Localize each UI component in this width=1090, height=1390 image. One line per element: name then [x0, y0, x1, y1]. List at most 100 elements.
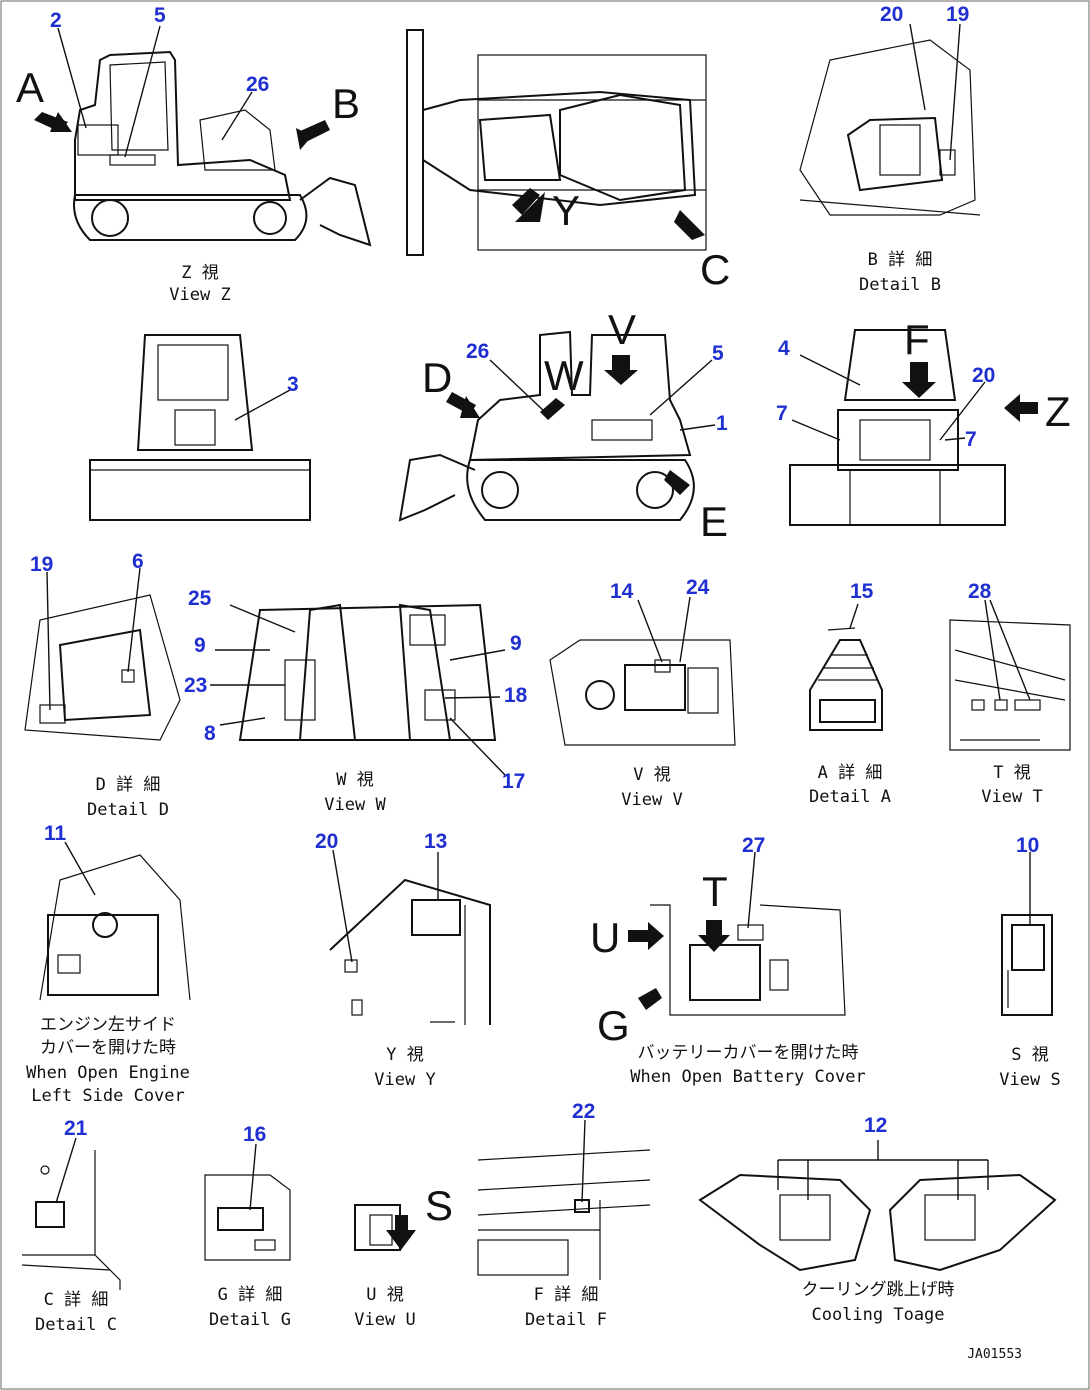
callout-21: 21 — [64, 1117, 88, 1140]
view-letter-y: Y — [552, 187, 580, 234]
arrow-c — [674, 210, 705, 240]
caption-en-view-y: View Y — [374, 1070, 435, 1090]
detail-f-figure — [477, 1149, 651, 1280]
arrow-f — [902, 362, 936, 398]
detail-g-figure — [204, 1174, 291, 1261]
caption-jp-detail-c: C 詳 細 — [44, 1290, 109, 1310]
callout-10: 10 — [1016, 834, 1039, 857]
view-w-figure — [238, 603, 497, 741]
caption-jp1-engine-cover: エンジン左サイド — [40, 1015, 176, 1035]
callout-11: 11 — [44, 822, 67, 845]
view-letter-v: V — [608, 306, 636, 353]
caption-jp-detail-d: D 詳 細 — [96, 775, 161, 795]
caption-jp-view-u: U 視 — [366, 1285, 403, 1305]
view-letter-b: B — [332, 80, 360, 127]
top-view-figure — [406, 29, 707, 256]
callout-6: 6 — [132, 550, 144, 573]
arrow-s — [386, 1215, 416, 1250]
arrow-v — [604, 355, 638, 385]
callout-14: 14 — [610, 580, 634, 603]
caption-jp-detail-f: F 詳 細 — [534, 1285, 599, 1305]
view-u-figure — [354, 1204, 401, 1251]
callout-9a: 9 — [194, 634, 206, 657]
caption-en-detail-b: Detail B — [859, 275, 941, 295]
caption-en-view-t: View T — [981, 787, 1042, 807]
view-s-figure — [1001, 914, 1053, 1016]
callout-20b: 20 — [972, 364, 995, 387]
callout-9b: 9 — [510, 632, 522, 655]
callout-5b: 5 — [712, 342, 724, 365]
callout-17: 17 — [502, 770, 525, 793]
callout-7b: 7 — [965, 428, 977, 451]
view-letter-c: C — [700, 246, 730, 293]
caption-en-view-s: View S — [999, 1070, 1060, 1090]
caption-jp-detail-b: B 詳 細 — [868, 250, 933, 270]
caption-jp-view-y: Y 視 — [386, 1045, 423, 1065]
side-view-figure — [398, 330, 695, 522]
callout-18: 18 — [504, 684, 528, 707]
callout-23: 23 — [184, 674, 207, 697]
callout-27: 27 — [742, 834, 765, 857]
caption-jp-detail-g: G 詳 細 — [218, 1285, 283, 1305]
callout-26b: 26 — [466, 340, 489, 363]
callout-25: 25 — [188, 587, 212, 610]
callout-28: 28 — [968, 580, 992, 603]
detail-c-figure — [21, 1150, 121, 1290]
view-letter-z: Z — [1045, 388, 1071, 435]
caption-jp-view-t: T 視 — [993, 763, 1030, 783]
view-letter-s: S — [425, 1182, 453, 1229]
arrow-w — [540, 398, 565, 420]
view-letter-w: W — [544, 352, 584, 399]
callout-24: 24 — [686, 576, 710, 599]
caption-jp-detail-a: A 詳 細 — [818, 763, 883, 783]
callout-4: 4 — [778, 337, 790, 360]
callout-20c: 20 — [315, 830, 338, 853]
arrow-y — [512, 188, 540, 215]
engine-cover-figure — [39, 854, 191, 1001]
callout-5: 5 — [154, 4, 166, 27]
caption-en1-engine-cover: When Open Engine — [26, 1063, 190, 1083]
view-letter-a: A — [16, 64, 44, 111]
view-letter-u: U — [590, 914, 620, 961]
callout-15: 15 — [850, 580, 874, 603]
detail-b-figure — [799, 39, 981, 216]
view-letter-f: F — [904, 316, 930, 363]
arrow-g — [638, 988, 662, 1010]
caption-en-view-u: View U — [354, 1310, 415, 1330]
caption-jp2-engine-cover: カバーを開けた時 — [40, 1038, 176, 1058]
callout-20: 20 — [880, 3, 903, 26]
callout-13: 13 — [424, 830, 447, 853]
callout-2: 2 — [50, 9, 62, 32]
view-v-figure — [549, 639, 736, 746]
arrow-e — [664, 470, 690, 495]
caption-en-detail-g: Detail G — [209, 1310, 291, 1330]
caption-jp-cooling: クーリング跳上げ時 — [802, 1280, 955, 1300]
caption-jp-view-v: V 視 — [633, 765, 670, 785]
caption-en-view-w: View W — [324, 795, 386, 815]
caption-en-detail-d: Detail D — [87, 800, 169, 820]
view-y-figure — [329, 878, 491, 1025]
arrow-u — [628, 922, 664, 950]
caption-en-detail-c: Detail C — [35, 1315, 117, 1335]
callout-3: 3 — [287, 373, 299, 396]
view-letter-t: T — [702, 868, 728, 915]
caption-jp-view-z: Z 視 — [181, 263, 218, 283]
arrow-t — [698, 920, 730, 952]
callout-16: 16 — [243, 1123, 266, 1146]
battery-cover-figure — [650, 904, 846, 1016]
callout-1: 1 — [716, 412, 728, 435]
caption-en2-engine-cover: Left Side Cover — [31, 1086, 185, 1106]
callout-7a: 7 — [776, 402, 788, 425]
cooling-figure — [698, 1173, 1057, 1272]
caption-en-view-v: View V — [621, 790, 682, 810]
caption-en-battery-cover: When Open Battery Cover — [630, 1067, 865, 1087]
rear-view-figure — [789, 329, 1006, 526]
arrow-z — [1004, 394, 1038, 422]
caption-jp-view-w: W 視 — [336, 770, 373, 790]
caption-en-detail-a: Detail A — [809, 787, 891, 807]
callout-19: 19 — [946, 3, 969, 26]
view-t-figure — [949, 619, 1071, 751]
front-view-figure — [89, 334, 311, 521]
view-letter-g: G — [597, 1002, 630, 1049]
